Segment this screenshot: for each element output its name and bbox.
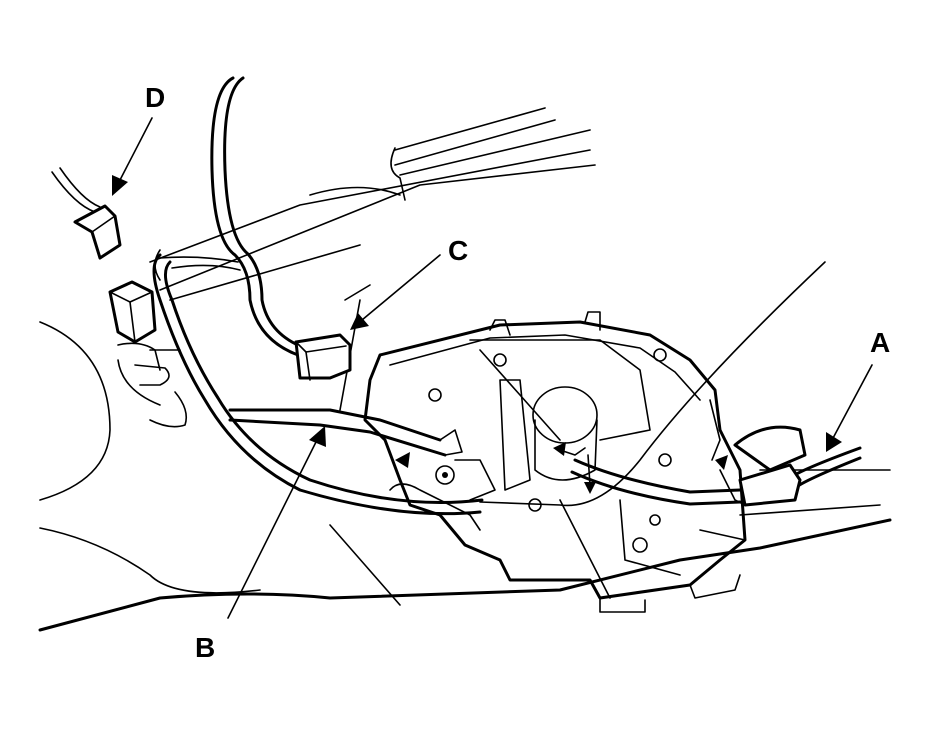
latch-assembly [363,311,747,613]
connector-d [51,167,122,260]
callout-label-c: C [448,235,468,266]
connector-c [294,333,352,381]
leader-line-c [361,254,441,321]
leader-line-d [119,117,153,181]
arrowhead-c [350,313,369,330]
leader-line-a [831,364,873,441]
callout-label-a: A [870,327,890,358]
crossing-cable [479,261,826,507]
arrowhead-d [112,175,128,196]
wire-harness [152,76,484,516]
upper-body-panel [149,107,596,301]
arrowhead-b [309,426,326,447]
leader-lines [112,117,873,619]
rod-b [228,408,463,457]
side-connector [108,280,188,428]
callout-label-d: D [145,82,165,113]
cable-a [570,425,862,507]
arrowhead-a [826,432,842,452]
callout-label-b: B [195,632,215,663]
leader-line-b [227,437,319,619]
